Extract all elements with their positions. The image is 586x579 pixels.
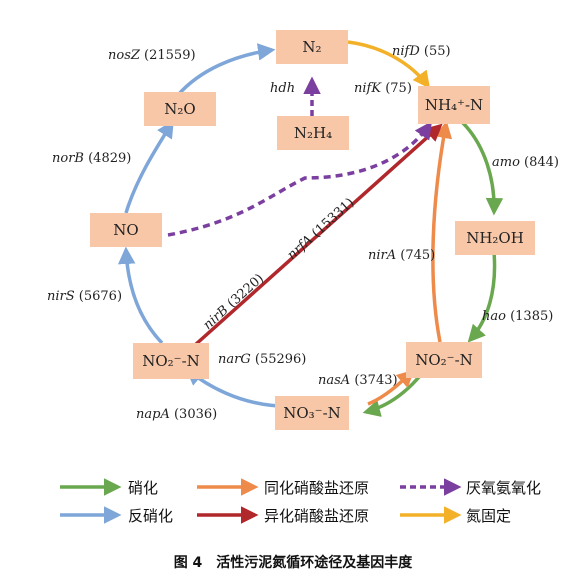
arrow-nifD <box>347 40 431 89</box>
svg-text:NO₂⁻-N: NO₂⁻-N <box>142 352 200 370</box>
svg-text:NH₂OH: NH₂OH <box>466 229 524 247</box>
gene-label-narG: narG (55296) <box>218 352 306 367</box>
gene-label-nasA: nasA (3743) <box>318 373 398 388</box>
legend-item-nitrification: 硝化 <box>60 478 158 497</box>
node-n2h4: N₂H₄ <box>277 116 349 150</box>
svg-text:硝化: 硝化 <box>128 479 158 497</box>
arrow-nirS <box>117 246 164 345</box>
gene-label-nirA: nirA (745) <box>368 248 435 263</box>
gene-label-hao: hao (1385) <box>482 309 553 324</box>
svg-text:N₂H₄: N₂H₄ <box>294 124 332 142</box>
svg-text:厌氧氨氧化: 厌氧氨氧化 <box>466 479 541 497</box>
legend-item-dissimilatory: 异化硝酸盐还原 <box>197 506 369 525</box>
arrow-nrfA <box>193 123 443 347</box>
svg-text:NH₄⁺-N: NH₄⁺-N <box>425 96 483 114</box>
arrow-anammox <box>167 121 432 237</box>
svg-text:同化硝酸盐还原: 同化硝酸盐还原 <box>264 479 369 497</box>
svg-text:N₂O: N₂O <box>164 100 195 118</box>
gene-label-nirS: nirS (5676) <box>47 289 122 304</box>
legend-item-denitrification: 反硝化 <box>60 506 173 525</box>
node-no2-left: NO₂⁻-N <box>133 343 209 379</box>
figure-caption: 图 4 活性污泥氮循环途径及基因丰度 <box>174 554 414 571</box>
arrow-norB <box>124 120 174 214</box>
arrow-hao <box>467 251 497 343</box>
node-n2o: N₂O <box>144 92 216 126</box>
svg-text:N₂: N₂ <box>302 38 321 56</box>
node-no3: NO₃⁻-N <box>275 396 349 430</box>
legend: 硝化 反硝化 同化硝酸盐还原 异化硝酸盐还原 厌氧氨氧化 氮固定 <box>60 478 541 525</box>
arrow-amo <box>460 120 504 216</box>
gene-label-nifK: nifK (75) <box>354 81 412 96</box>
node-n2: N₂ <box>276 30 348 64</box>
arrow-nosZ <box>176 43 276 97</box>
node-no: NO <box>90 213 162 247</box>
svg-text:NO₃⁻-N: NO₃⁻-N <box>283 404 341 422</box>
svg-text:NO₂⁻-N: NO₂⁻-N <box>415 351 473 369</box>
gene-label-amo: amo (844) <box>492 155 559 170</box>
node-nh4: NH₄⁺-N <box>418 86 490 124</box>
node-nh2oh: NH₂OH <box>455 221 535 255</box>
gene-label-nifD: nifD (55) <box>392 44 451 59</box>
gene-label-nirB: nirB (3220) <box>201 271 267 333</box>
gene-label-napA: napA (3036) <box>136 407 217 422</box>
gene-label-hdh: hdh <box>270 81 295 96</box>
svg-text:异化硝酸盐还原: 异化硝酸盐还原 <box>264 507 369 525</box>
gene-label-norB: norB (4829) <box>52 151 131 166</box>
node-no2-right: NO₂⁻-N <box>406 342 482 378</box>
gene-label-nosZ: nosZ (21559) <box>108 48 196 63</box>
legend-item-assimilatory: 同化硝酸盐还原 <box>197 478 369 497</box>
legend-item-fixation: 氮固定 <box>400 506 511 525</box>
legend-item-anammox: 厌氧氨氧化 <box>400 478 541 497</box>
svg-text:反硝化: 反硝化 <box>128 507 173 525</box>
svg-text:氮固定: 氮固定 <box>466 507 511 525</box>
arrow-nirA <box>431 120 453 343</box>
gene-label-nrfA: nrfA (15331) <box>285 195 358 263</box>
svg-text:NO: NO <box>113 221 138 239</box>
